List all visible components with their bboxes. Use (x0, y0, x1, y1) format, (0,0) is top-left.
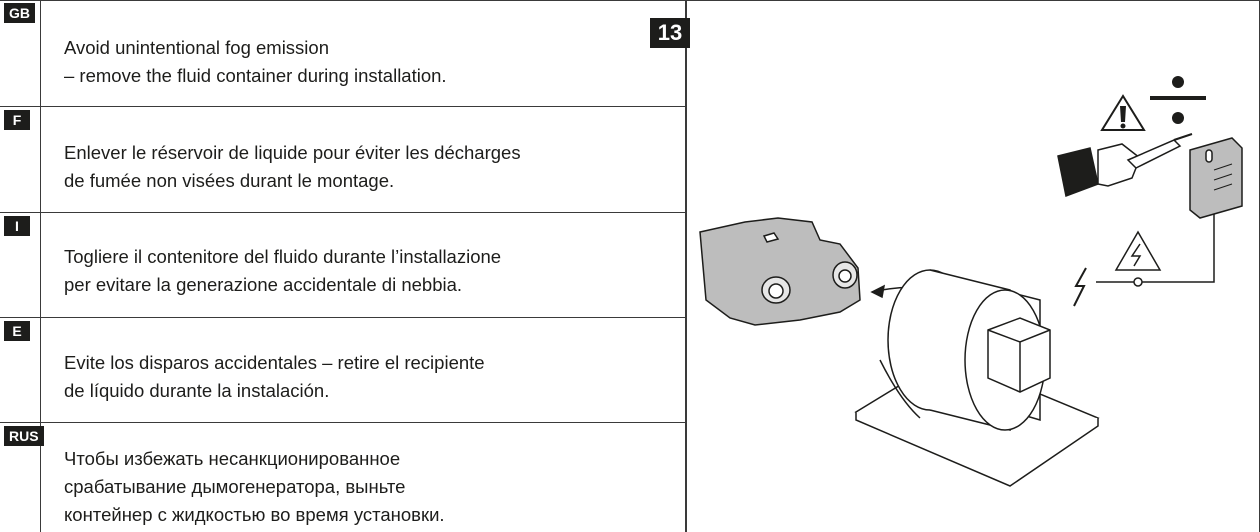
instruction-line: срабатывание дымогенератора, выньте (64, 476, 406, 497)
instruction-text: Чтобы избежать несанкционированное сраба… (64, 445, 445, 529)
instruction-line: контейнер с жидкостью во время установки… (64, 504, 445, 525)
instruction-text: Enlever le réservoir de liquide pour évi… (64, 139, 521, 195)
installation-illustration (699, 76, 1243, 487)
instruction-line: Чтобы избежать несанкционированное (64, 448, 401, 469)
lang-tag: RUS (4, 426, 44, 446)
electrical-hazard-icon (1073, 214, 1215, 307)
fluid-container-icon (699, 217, 861, 326)
top-rule (0, 0, 1260, 1)
instruction-line: Avoid unintentional fog emission (64, 37, 329, 58)
instruction-line: – remove the fluid container during inst… (64, 65, 447, 86)
lang-tag: GB (4, 3, 35, 23)
lang-tag: E (4, 321, 30, 341)
warning-triangle-icon (1100, 94, 1146, 131)
column-divider (686, 0, 687, 532)
instruction-line: de fumée non visées durant le montage. (64, 170, 395, 191)
instruction-line: Evite los disparos accidentales – retire… (64, 352, 485, 373)
section-divider (0, 317, 686, 318)
section-divider (0, 212, 686, 213)
instruction-line: de líquido durante la instalación. (64, 380, 330, 401)
instruction-text: Togliere il contenitore del fluido duran… (64, 243, 501, 299)
power-off-symbol-icon (1150, 76, 1206, 124)
figure-number-badge: 13 (650, 18, 690, 48)
lang-tag: F (4, 110, 30, 130)
instruction-text: Avoid unintentional fog emission – remov… (64, 34, 447, 90)
section-gb: GB Avoid unintentional fog emission – re… (0, 0, 686, 106)
instruction-line: Enlever le réservoir de liquide pour évi… (64, 142, 521, 163)
section-e: E Evite los disparos accidentales – reti… (0, 318, 686, 422)
instruction-text-column: GB Avoid unintentional fog emission – re… (0, 0, 686, 532)
instruction-line: per evitare la generazione accidentale d… (64, 274, 463, 295)
lang-tag: I (4, 216, 30, 236)
instruction-text: Evite los disparos accidentales – retire… (64, 349, 485, 405)
section-rus: RUS Чтобы избежать несанкционированное с… (0, 423, 686, 532)
hand-screwdriver-icon (1057, 133, 1193, 198)
section-f: F Enlever le réservoir de liquide pour é… (0, 107, 686, 212)
instruction-line: Togliere il contenitore del fluido duran… (64, 246, 502, 267)
section-i: I Togliere il contenitore del fluido dur… (0, 213, 686, 317)
section-divider (0, 106, 686, 107)
section-divider (0, 422, 686, 423)
fog-machine-icon (854, 269, 1100, 487)
control-unit-icon (1189, 137, 1243, 219)
tag-column-divider (40, 0, 41, 532)
